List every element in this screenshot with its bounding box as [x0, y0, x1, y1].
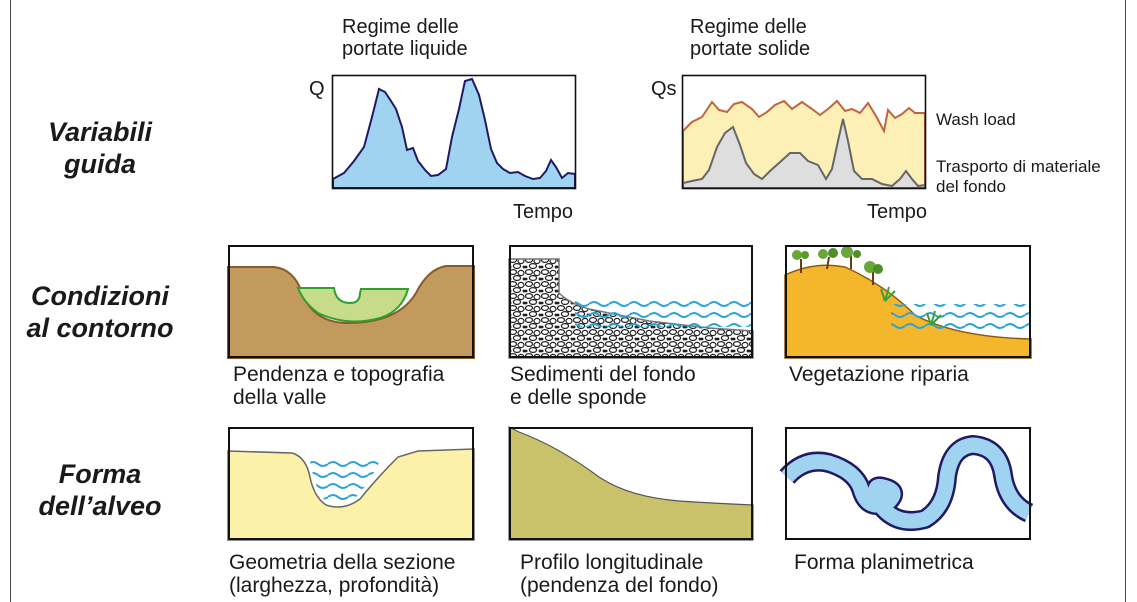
sediments-caption: Sedimenti del fondo e delle sponde: [510, 363, 696, 409]
bedload-legend-label: Trasporto di materiale del fondo: [936, 157, 1101, 196]
profile-caption: Profilo longitudinale (pendenza del fond…: [520, 551, 719, 597]
liquid-chart-x-label: Tempo: [513, 201, 574, 223]
meandering-river: [781, 437, 1033, 529]
row-label-condizioni-al-contorno: Condizioni al contorno: [26, 281, 174, 343]
section-caption: Geometria della sezione (larghezza, prof…: [229, 551, 456, 597]
sediment-water: [575, 297, 751, 327]
figure-frame: [10, 0, 1126, 602]
liquid-chart-y-label: Q: [309, 78, 325, 100]
riparian-vegetation-panel: [784, 245, 1032, 359]
vegetation-caption: Vegetazione riparia: [789, 363, 969, 386]
tree-icons: [792, 246, 942, 326]
row-label-variabili-guida: Variabili guida: [47, 117, 153, 179]
longitudinal-profile-panel: [508, 426, 754, 541]
solid-chart-title: Regime delle portate solide: [690, 16, 811, 60]
liquid-discharge-area: [332, 77, 576, 189]
bed-sediments-panel: [508, 245, 754, 359]
solid-discharge-chart: [681, 74, 927, 190]
section-water: [310, 461, 380, 504]
liquid-chart-title: Regime delle portate liquide: [342, 16, 468, 60]
solid-chart-x-label: Tempo: [867, 201, 928, 223]
riparian-water: [891, 304, 1029, 332]
cross-section-panel: [227, 427, 475, 541]
section-ground: [227, 448, 475, 541]
valley-topography-panel: [227, 245, 475, 359]
liquid-discharge-chart: [331, 74, 577, 190]
solid-chart-y-label: Qs: [651, 78, 677, 100]
planform-panel: [779, 427, 1034, 540]
row-label-forma-dell-alveo: Forma dell’alveo: [38, 459, 162, 521]
valley-caption: Pendenza e topografia della valle: [233, 363, 445, 409]
valley-floodplain: [296, 287, 410, 323]
planform-caption: Forma planimetrica: [794, 551, 974, 574]
bedload-area: [682, 118, 926, 189]
wash-load-legend-label: Wash load: [936, 110, 1016, 129]
profile-ground: [508, 426, 754, 541]
